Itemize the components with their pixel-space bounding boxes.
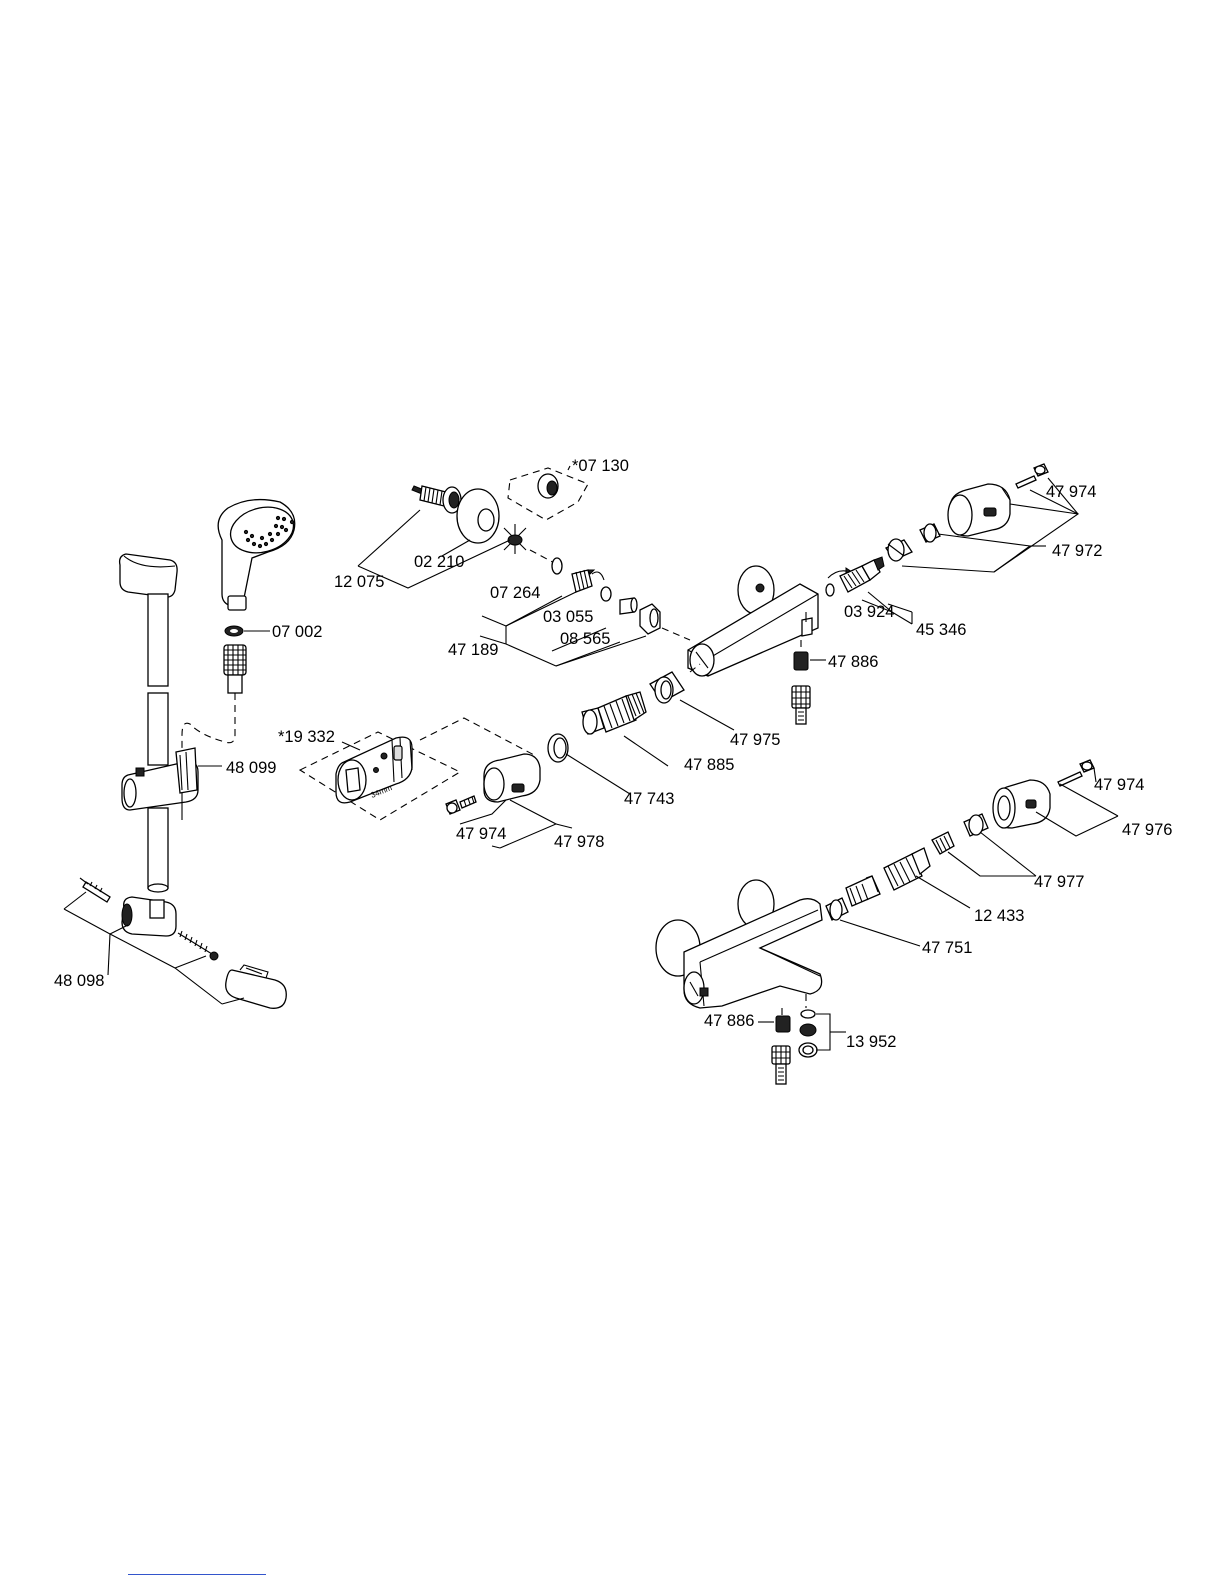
label-47885: 47 885 [684, 756, 734, 774]
label-47974-c: 47 974 [1094, 776, 1144, 794]
screw-47974-lower-left [446, 796, 476, 814]
label-47743: 47 743 [624, 790, 674, 808]
rail-middle [148, 693, 168, 765]
label-19332: *19 332 [278, 728, 335, 746]
label-12075: 12 075 [334, 573, 384, 591]
label-48098: 48 098 [54, 972, 104, 990]
label-07002: 07 002 [272, 623, 322, 641]
label-02210: 02 210 [414, 553, 464, 571]
nipple-47189 [572, 570, 604, 592]
oring-03055 [601, 587, 611, 601]
handle-right-upper [886, 464, 1078, 572]
hose-path [182, 693, 235, 752]
outlet-adapter-upper [792, 652, 826, 724]
label-47974-a: 47 974 [456, 825, 506, 843]
wall-plug [80, 878, 110, 902]
label-47972: 47 972 [1052, 542, 1102, 560]
label-47977: 47 977 [1034, 873, 1084, 891]
hose-nut [224, 645, 246, 693]
label-47976: 47 976 [1122, 821, 1172, 839]
washer-07264 [552, 558, 562, 574]
rail-lower [148, 808, 168, 888]
bracket-cover-cap [226, 965, 287, 1008]
label-47974-b: 47 974 [1046, 483, 1096, 501]
label-07130: *07 130 [572, 457, 629, 475]
label-47751: 47 751 [922, 939, 972, 957]
label-48099: 48 099 [226, 759, 276, 777]
footer-link-underline[interactable] [128, 1574, 266, 1575]
thermo-cartridge-47885 [582, 692, 668, 766]
label-13952: 13 952 [846, 1033, 896, 1051]
label-08565: 08 565 [560, 630, 610, 648]
ring-47743 [548, 734, 630, 794]
union-nut [640, 604, 660, 634]
label-45346: 45 346 [916, 621, 966, 639]
label-07264: 07 264 [490, 584, 540, 602]
label-47189: 47 189 [448, 641, 498, 659]
label-47975: 47 975 [730, 731, 780, 749]
label-47886-b: 47 886 [704, 1012, 754, 1030]
rail-top-cap [120, 554, 178, 597]
label-03924: 03 924 [844, 603, 894, 621]
label-12433: 12 433 [974, 907, 1024, 925]
wall-bracket [122, 897, 176, 936]
label-47978: 47 978 [554, 833, 604, 851]
handle-cap-47978 [484, 754, 540, 802]
nipple-12075 [412, 486, 461, 513]
mounting-screw [178, 931, 218, 960]
label-47886-a: 47 886 [828, 653, 878, 671]
temperature-handle-group: 34mm [300, 664, 734, 848]
check-valve-08565 [620, 598, 637, 614]
hand-shower [218, 500, 298, 610]
label-03055: 03 055 [543, 608, 593, 626]
ring-47975 [650, 672, 734, 730]
rail-upper [148, 594, 168, 686]
flange-02210 [457, 489, 499, 543]
star-key [504, 524, 526, 554]
wall-connection-parts [358, 466, 690, 666]
shower-rail-assembly [64, 554, 286, 1008]
